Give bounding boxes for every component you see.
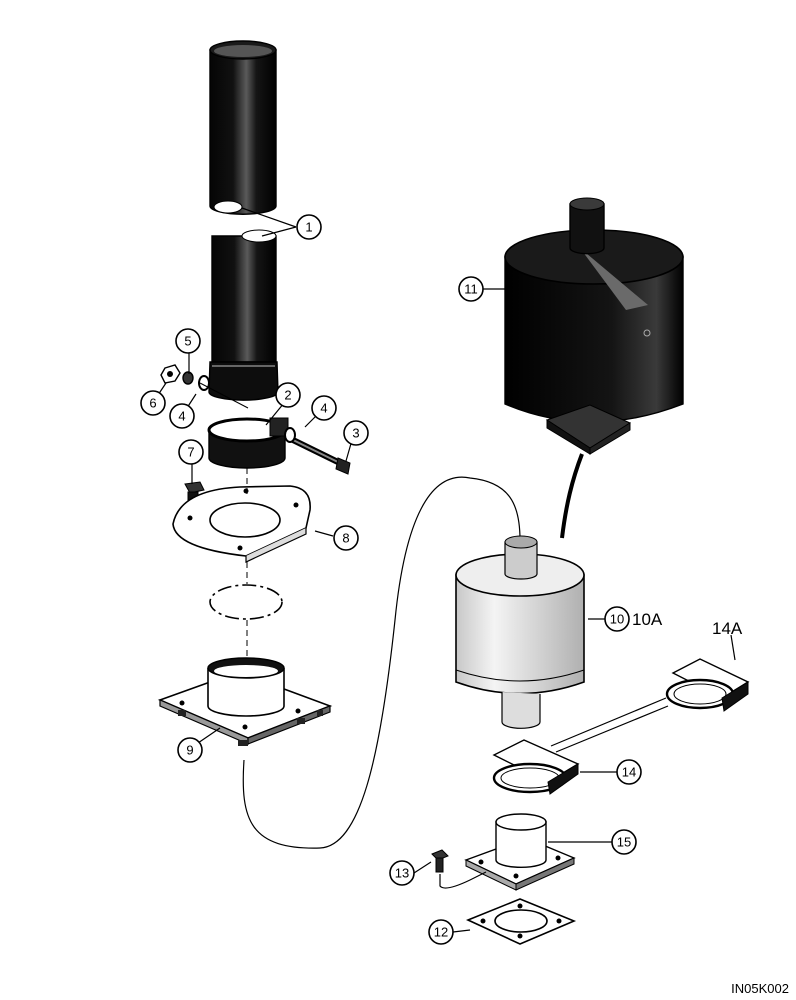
mounting-bolt [431, 849, 449, 873]
callout-4-left: 4 [169, 403, 195, 429]
svg-text:12: 12 [434, 925, 448, 940]
callout-8: 8 [333, 525, 359, 551]
callout-13: 13 [389, 860, 415, 886]
lock-washer [182, 371, 194, 385]
svg-text:5: 5 [184, 334, 191, 349]
callout-4-right: 4 [311, 395, 337, 421]
hex-nut [160, 364, 181, 384]
base-flange [157, 657, 333, 746]
svg-text:8: 8 [342, 531, 349, 546]
callout-14: 14 [616, 759, 642, 785]
svg-text:14: 14 [622, 765, 636, 780]
muffler [455, 535, 585, 729]
svg-text:4: 4 [178, 409, 185, 424]
callout-11: 11 [458, 276, 484, 302]
clamp-bolt [291, 437, 351, 475]
svg-text:7: 7 [187, 445, 194, 460]
figure-code: IN05K002 [731, 981, 789, 996]
callout-9: 9 [177, 737, 203, 763]
callout-10: 10 [604, 606, 630, 632]
svg-text:6: 6 [149, 396, 156, 411]
callout-15: 15 [611, 829, 637, 855]
callout-7: 7 [178, 439, 204, 465]
flat-washer-right [284, 427, 296, 443]
svg-text:9: 9 [186, 743, 193, 758]
svg-text:13: 13 [395, 866, 409, 881]
gasket-ring [209, 584, 283, 620]
callout-5: 5 [175, 328, 201, 354]
exhaust-pipe-lower [208, 229, 279, 401]
svg-text:1: 1 [305, 220, 312, 235]
pipe-adapter [464, 813, 576, 891]
mounting-plate [172, 485, 311, 563]
exhaust-pipe-upper [209, 40, 277, 215]
pipe-clamp [207, 417, 289, 469]
svg-text:3: 3 [352, 426, 359, 441]
callout-6: 6 [140, 390, 166, 416]
callout-1: 1 [296, 214, 322, 240]
u-clamp-alternate [665, 658, 750, 712]
callout-2: 2 [275, 382, 301, 408]
label-10a: 10A [632, 610, 663, 629]
svg-text:10: 10 [610, 612, 624, 627]
callout-3: 3 [343, 420, 369, 446]
label-14a: 14A [712, 619, 743, 638]
svg-text:11: 11 [464, 282, 478, 297]
callout-12: 12 [428, 919, 454, 945]
svg-text:15: 15 [617, 835, 631, 850]
gasket-plate [465, 898, 577, 945]
svg-text:4: 4 [320, 401, 327, 416]
precleaner-canister [504, 197, 684, 455]
u-clamp [492, 739, 580, 795]
svg-text:2: 2 [284, 388, 291, 403]
